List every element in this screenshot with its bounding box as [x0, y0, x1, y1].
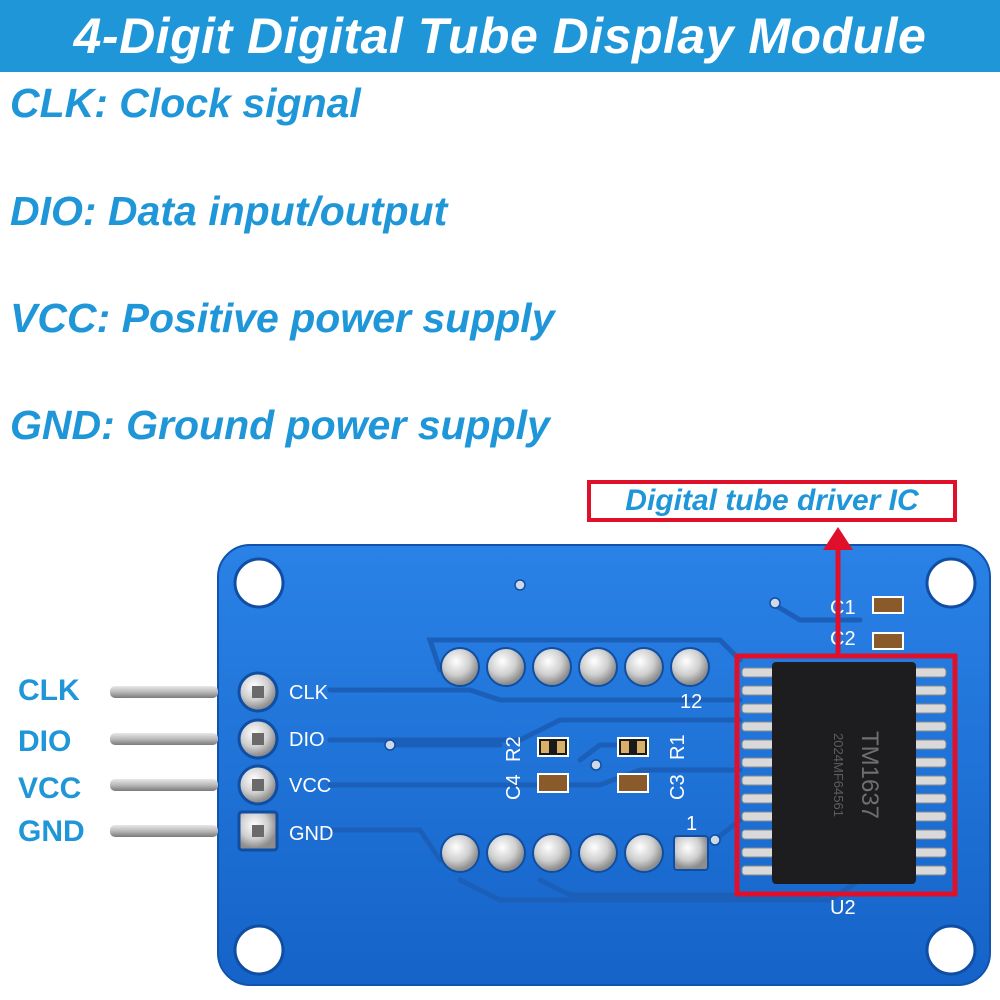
mounting-hole: [233, 557, 285, 609]
pin-desc-gnd: GND: Ground power supply: [10, 402, 550, 448]
via: [769, 597, 781, 609]
mounting-holes: [233, 557, 977, 976]
header-pads: [237, 671, 279, 852]
pin-desc-dio: DIO: Data input/output: [10, 188, 448, 234]
ic-marking-1: TM1637: [856, 731, 883, 819]
ic-right-pins: [913, 667, 947, 876]
header-pin-vcc: [110, 779, 218, 791]
ic-body: [772, 662, 916, 884]
header-label-dio: DIO: [18, 725, 72, 758]
display-pin: [440, 833, 480, 873]
silk-r2: R2: [503, 736, 525, 762]
smd-components: [537, 596, 904, 793]
silk-c1: C1: [830, 597, 856, 619]
silk-r1: R1: [667, 734, 689, 760]
silk-u2: U2: [830, 897, 856, 919]
display-pin: [486, 833, 526, 873]
c4-component: [537, 773, 569, 793]
ic-marking-2: 2024MF64561: [831, 733, 846, 817]
c3-component: [617, 773, 649, 793]
silk-c2: C2: [830, 628, 856, 650]
driver-ic: TM1637 2024MF64561: [741, 662, 947, 884]
display-pin: [624, 647, 664, 687]
via: [384, 739, 396, 751]
silk-clk: CLK: [289, 682, 329, 704]
display-pin: [624, 833, 664, 873]
display-pin: [486, 647, 526, 687]
pin-desc-clk: CLK: Clock signal: [10, 80, 361, 126]
pcb-traces: [327, 602, 863, 903]
mounting-hole: [925, 557, 977, 609]
silk-vcc: VCC: [289, 775, 331, 797]
page-title: 4-Digit Digital Tube Display Module: [73, 8, 927, 64]
silk-1: 1: [686, 813, 697, 835]
display-pin: [670, 647, 710, 687]
silk-12: 12: [680, 691, 702, 713]
silk-gnd: GND: [289, 823, 333, 845]
pin-desc-vcc: VCC: Positive power supply: [10, 295, 555, 341]
display-pin: [532, 647, 572, 687]
title-bar: [0, 0, 1000, 72]
ic-left-pins: [741, 667, 775, 876]
mounting-hole: [233, 924, 285, 976]
callout-arrow: [823, 527, 853, 656]
display-pins-top: [440, 647, 710, 687]
via: [709, 834, 721, 846]
via: [590, 759, 602, 771]
silk-c3: C3: [667, 774, 689, 800]
mounting-hole: [925, 924, 977, 976]
ic-callout-label: Digital tube driver IC: [587, 480, 957, 522]
display-pins-bottom: [440, 833, 709, 873]
c2-component: [872, 632, 904, 650]
ic-highlight-frame: [734, 653, 958, 897]
c1-component: [872, 596, 904, 614]
silk-c4: C4: [503, 774, 525, 800]
display-pin: [578, 647, 618, 687]
header-pin-clk: [110, 686, 218, 698]
header-label-gnd: GND: [18, 815, 85, 848]
via: [514, 579, 526, 591]
display-pin: [440, 647, 480, 687]
header-label-vcc: VCC: [18, 772, 82, 805]
header-pins: [110, 686, 218, 837]
header-label-clk: CLK: [18, 674, 80, 707]
display-pin: [532, 833, 572, 873]
display-pin: [578, 833, 618, 873]
header-pin-dio: [110, 733, 218, 745]
silk-dio: DIO: [289, 729, 325, 751]
vias: [384, 579, 781, 846]
display-pin-1-square: [673, 835, 709, 871]
header-pin-gnd: [110, 825, 218, 837]
